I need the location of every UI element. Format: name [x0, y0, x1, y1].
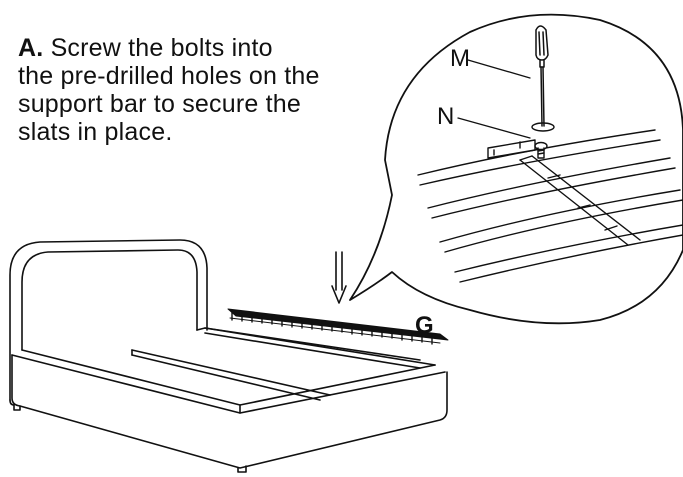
label-slats: G — [415, 312, 434, 339]
slats-bundle — [227, 308, 449, 345]
bracket — [487, 139, 536, 159]
instruction-line-2: the pre-drilled holes on the — [18, 62, 320, 90]
bolt-icon — [531, 122, 555, 159]
label-bolt: N — [437, 103, 454, 130]
instruction-line-4: slats in place. — [18, 118, 173, 146]
label-leaders — [457, 59, 531, 139]
arrow-down-icon — [331, 251, 347, 304]
instruction-line-1: Screw the bolts into — [50, 34, 273, 62]
detail-callout — [349, 13, 683, 325]
label-screwdriver: M — [450, 45, 470, 72]
screwdriver-icon — [535, 25, 549, 127]
detail-slats — [417, 129, 683, 283]
instruction-text: A. Screw the bolts into the pre-drilled … — [18, 34, 418, 146]
bed-frame — [9, 239, 448, 473]
instruction-line-3: support bar to secure the — [18, 90, 301, 118]
step-letter: A. — [18, 34, 44, 62]
